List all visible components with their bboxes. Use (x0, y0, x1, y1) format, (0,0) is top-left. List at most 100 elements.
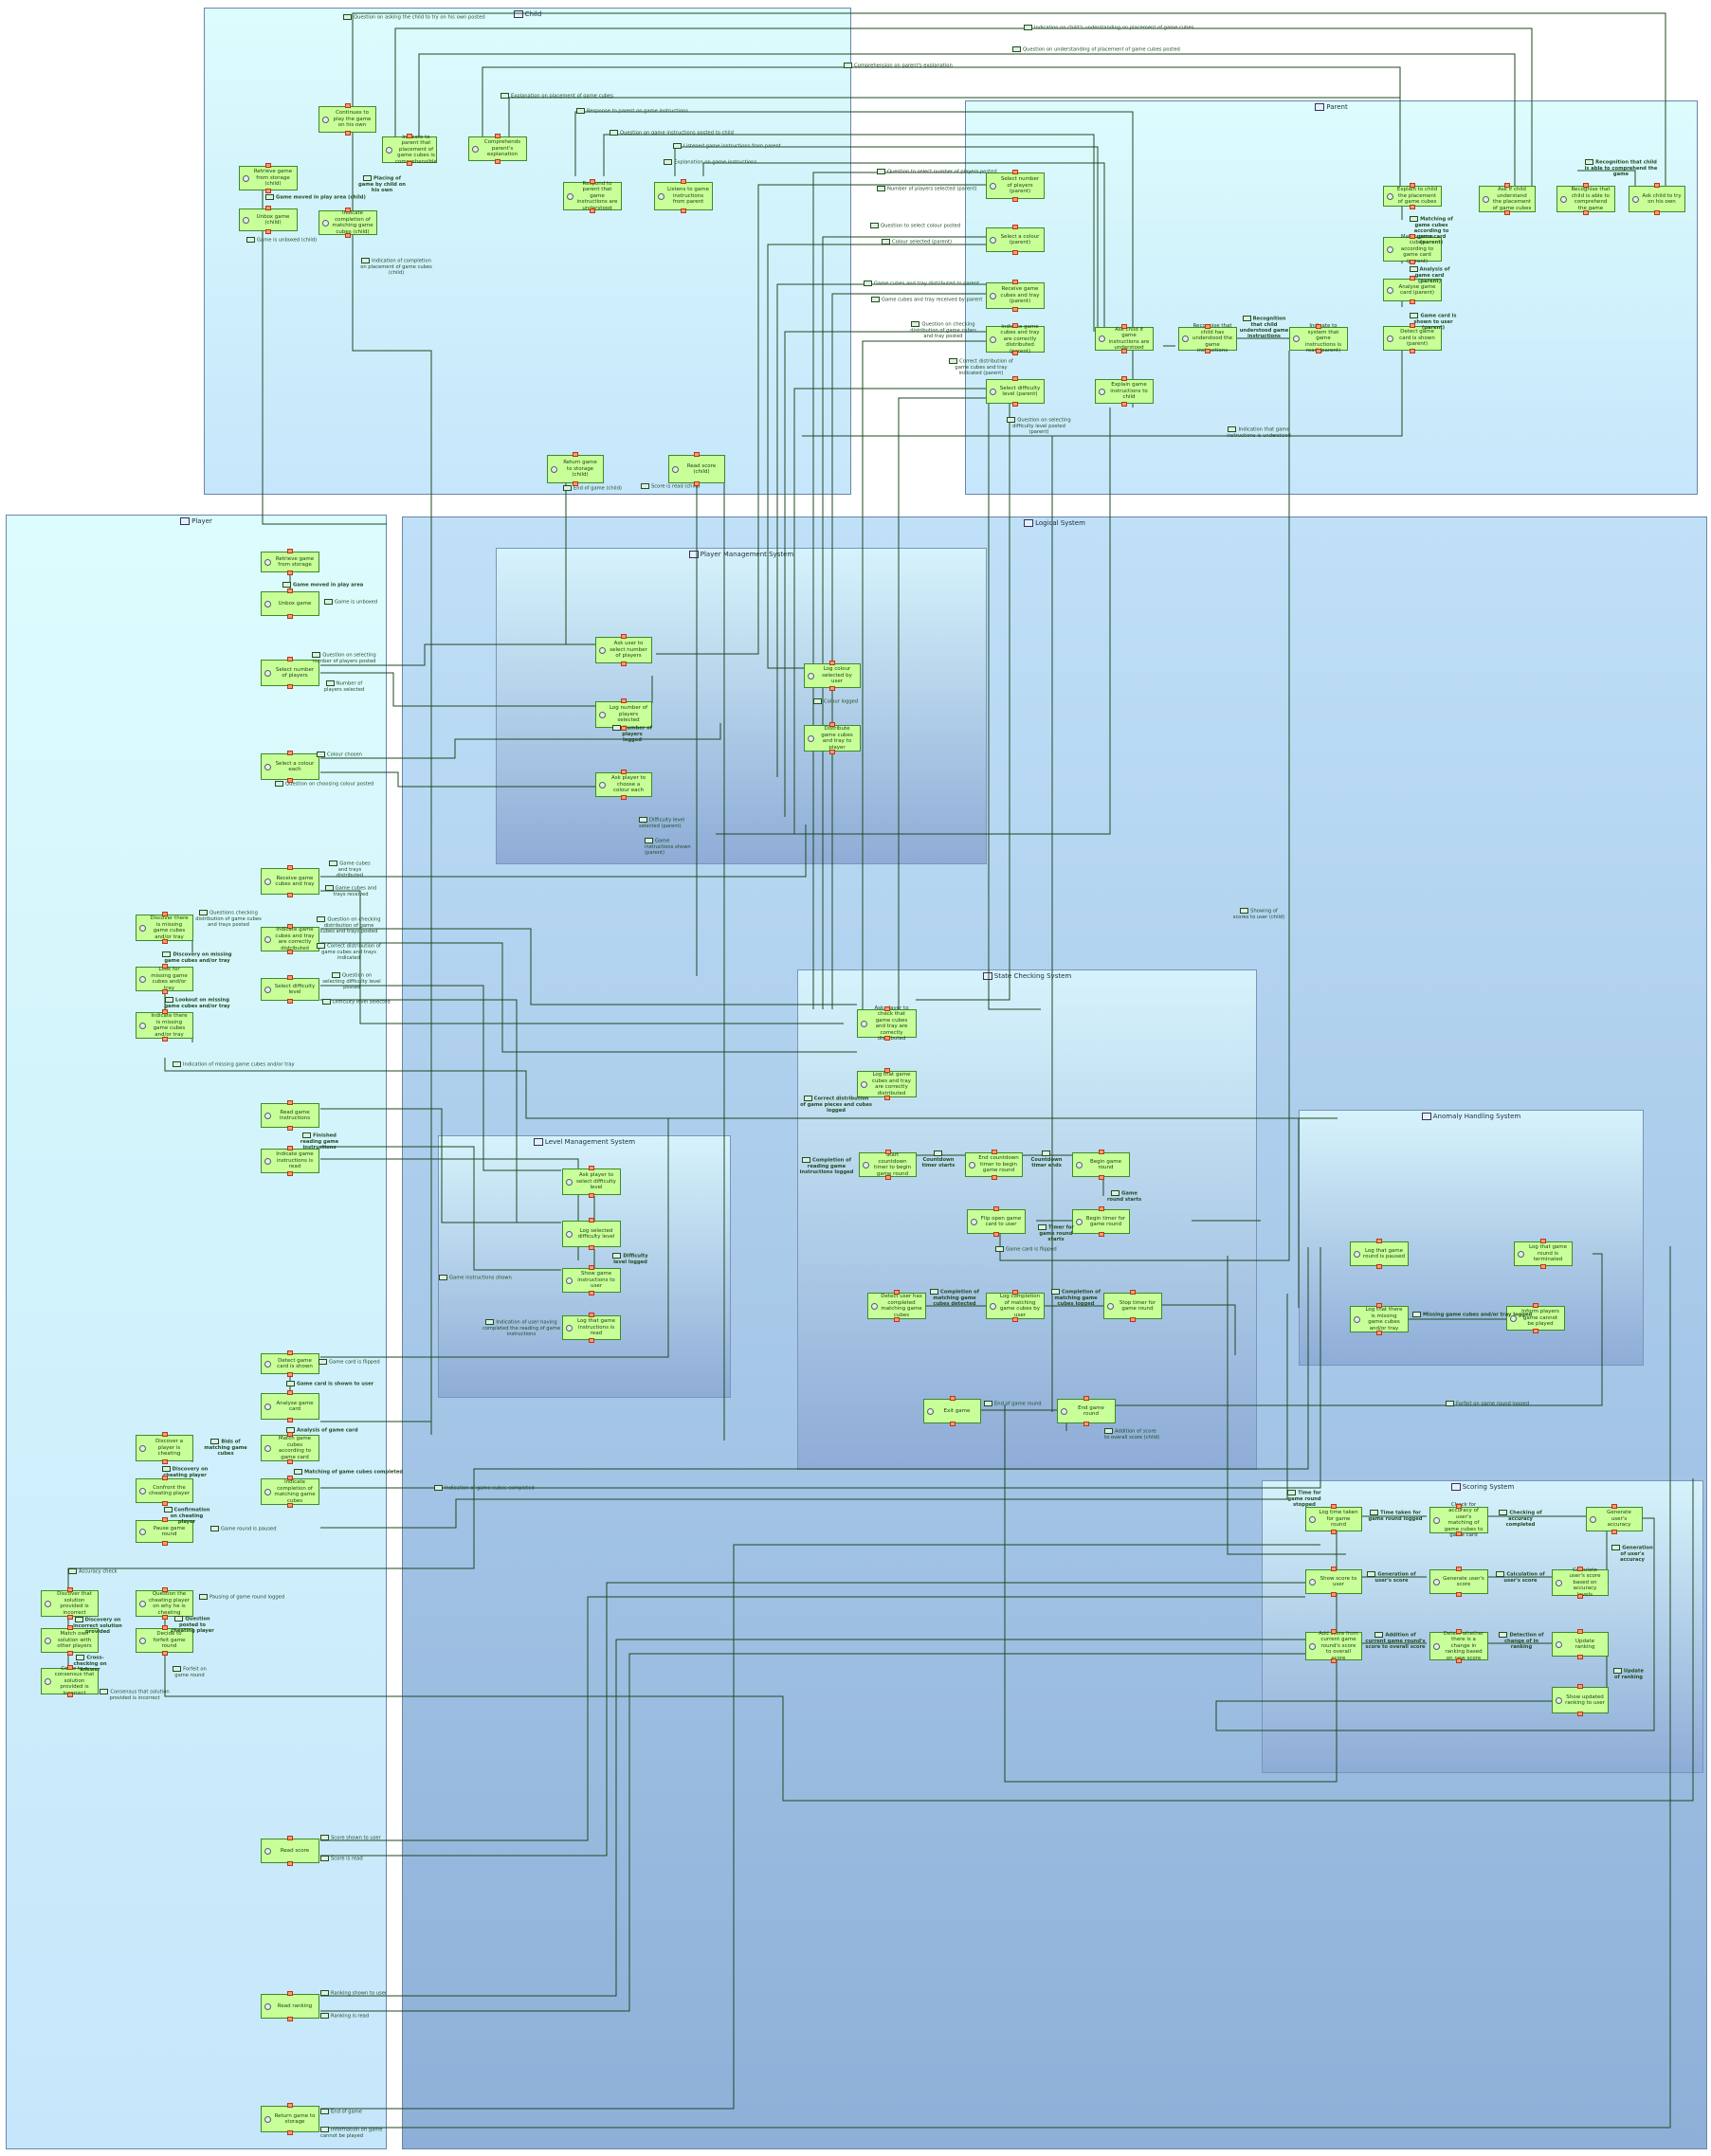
function-calculate-score[interactable]: Calculate user's score based on accuracy… (1552, 1567, 1609, 1598)
function-respond-parent[interactable]: Respond to parent that game instructions… (563, 181, 622, 211)
function-pause-round[interactable]: Pause game round (136, 1520, 193, 1543)
function-ask-try[interactable]: Ask child to try on his own (1629, 186, 1685, 212)
function-flip-card[interactable]: Flip open game card to user (967, 1209, 1026, 1234)
function-look-missing[interactable]: Look for missing game cubes and/or tray (136, 967, 193, 991)
function-retrieve-child[interactable]: Retrieve game from storage (child) (239, 166, 298, 190)
function-exit-game[interactable]: Exit game (923, 1399, 981, 1423)
flow-icon (1446, 1401, 1454, 1406)
function-read-instructions[interactable]: Read game instructions (261, 1103, 319, 1128)
function-unbox-child[interactable]: Unbox game (child) (239, 208, 298, 231)
function-generate-accuracy[interactable]: Generate user's accuracy (1586, 1507, 1643, 1531)
input-port (1410, 276, 1415, 281)
function-indicate-missing[interactable]: Indicate there is missing game cubes and… (136, 1012, 193, 1039)
input-port (1316, 324, 1321, 329)
function-end-countdown[interactable]: End countdown timer to begin game round (965, 1152, 1023, 1177)
function-ask-child-understood[interactable]: Ask child if game instructions are under… (1095, 327, 1154, 351)
function-log-number-players[interactable]: Log number of players selected (595, 701, 652, 728)
function-receive[interactable]: Receive game cubes and tray (261, 868, 319, 895)
function-analyse-parent[interactable]: Analyse game card (parent) (1383, 279, 1442, 301)
function-check-accuracy[interactable]: Check for accuracy of user's matching of… (1429, 1502, 1488, 1538)
function-confront[interactable]: Confront the cheating player (136, 1478, 193, 1503)
input-port (621, 698, 627, 703)
function-recognise-child-understood[interactable]: Recognise that child has understood the … (1178, 323, 1237, 353)
function-select-difficulty[interactable]: Select difficulty level (261, 978, 319, 1001)
function-inform-cannot-play[interactable]: Inform players game cannot be played (1506, 1306, 1565, 1331)
function-continue-play[interactable]: Continues to play the game on his own (319, 106, 376, 133)
function-indicate-understanding[interactable]: Indicate to parent that placement of gam… (382, 135, 437, 165)
flow-icon (1499, 1510, 1508, 1515)
function-begin-round[interactable]: Begin game round (1072, 1152, 1130, 1177)
function-show-instructions[interactable]: Show game instructions to user (562, 1268, 621, 1293)
function-stop-timer[interactable]: Stop timer for game round (1103, 1293, 1162, 1319)
function-gear-icon (808, 672, 814, 679)
function-distribute-cubes[interactable]: Distribute game cubes and tray to player (804, 725, 861, 752)
flow-label: End of game round (984, 1401, 1042, 1407)
flow-icon (74, 1617, 83, 1622)
function-indicate-completion[interactable]: Indicate completion of matching game cub… (261, 1478, 319, 1505)
function-comprehends[interactable]: Comprehends parent's explanation (468, 136, 527, 161)
flow-icon (161, 1466, 171, 1472)
function-begin-timer[interactable]: Begin timer for game round (1072, 1209, 1130, 1234)
function-question-cheating[interactable]: Question the cheating player on why he i… (136, 1590, 193, 1617)
function-discover-cheating[interactable]: Discover a player is cheating (136, 1435, 193, 1461)
function-ask-select-players[interactable]: Ask user to select number of players (595, 637, 652, 663)
function-log-instructions-read[interactable]: Log that game instructions is read (562, 1315, 621, 1340)
function-select-difficulty-parent[interactable]: Select difficulty level (parent) (986, 379, 1045, 404)
function-recognise-able[interactable]: Recognise that child is able to comprehe… (1556, 186, 1615, 212)
function-return-game[interactable]: Return game to storage (261, 2106, 319, 2132)
function-update-ranking[interactable]: Update ranking (1552, 1632, 1609, 1657)
function-log-colour[interactable]: Log colour selected by user (804, 663, 861, 688)
function-select-colour-parent[interactable]: Select a colour (parent) (986, 227, 1045, 252)
function-read-score[interactable]: Read score (261, 1839, 319, 1863)
function-ask-choose-colour[interactable]: Ask player to choose a colour each (595, 772, 652, 797)
function-indicate-instructions[interactable]: Indicate game instructions is read (261, 1149, 319, 1173)
function-analyse-card[interactable]: Analyse game card (261, 1393, 319, 1420)
function-explain-instructions[interactable]: Explain game instructions to child (1095, 379, 1154, 404)
function-read-score-child[interactable]: Read score (child) (668, 455, 725, 483)
function-read-ranking[interactable]: Read ranking (261, 1994, 319, 2019)
function-indicate-correct[interactable]: Indicate game cubes and tray are correct… (261, 927, 319, 951)
function-detect-parent[interactable]: Detect game card is shown (parent) (1383, 326, 1442, 351)
function-receive-parent[interactable]: Receive game cubes and tray (parent) (986, 282, 1045, 309)
function-select-colour[interactable]: Select a colour each (261, 753, 319, 780)
function-show-ranking[interactable]: Show updated ranking to user (1552, 1687, 1609, 1713)
function-log-completion[interactable]: Log completion of matching game cubes by… (986, 1293, 1045, 1319)
function-return-child[interactable]: Return game to storage (child) (547, 455, 604, 483)
function-match-cubes[interactable]: Match game cubes according to game card (261, 1435, 319, 1461)
function-indicate-system-read[interactable]: Indicate to system that game instruction… (1289, 323, 1348, 353)
function-ask-understand-placement[interactable]: Ask if child understand the placement of… (1479, 186, 1536, 212)
function-explain-placement[interactable]: Explain to child the placement of game c… (1383, 186, 1442, 207)
function-generate-score[interactable]: Generate user's score (1429, 1569, 1488, 1594)
function-log-time[interactable]: Log time taken for game round (1305, 1507, 1362, 1531)
function-indicate-completion-child[interactable]: Indicate completion of matching game cub… (319, 210, 377, 235)
function-discover-incorrect[interactable]: Discover that solution provided is incor… (41, 1590, 99, 1617)
function-gear-icon (1099, 335, 1105, 342)
function-icon (1024, 519, 1034, 527)
function-detect-card[interactable]: Detect game card is shown (261, 1353, 319, 1374)
function-log-terminated[interactable]: Log that game round is terminated (1514, 1241, 1573, 1266)
flow-icon (949, 358, 958, 364)
function-log-missing[interactable]: Log that there is missing game cubes and… (1350, 1306, 1409, 1332)
function-log-paused[interactable]: Log that game round is paused (1350, 1241, 1409, 1266)
function-indicate-cubes-parent[interactable]: Indicate game cubes and tray are correct… (986, 324, 1045, 354)
function-match-parent[interactable]: Match game cubes according to game card … (1383, 234, 1442, 264)
function-log-cubes-distributed[interactable]: Log that game cubes and tray are correct… (857, 1071, 917, 1097)
input-port (287, 1476, 293, 1480)
function-select-players-parent[interactable]: Select number of players (parent) (986, 172, 1045, 199)
function-discover-missing[interactable]: Discover there is missing game cubes and… (136, 915, 193, 941)
flow-icon (210, 1439, 220, 1444)
function-unbox[interactable]: Unbox game (261, 591, 319, 616)
function-log-difficulty[interactable]: Log selected difficulty level (562, 1221, 621, 1247)
function-detect-user-completed[interactable]: Detect user has completed matching game … (867, 1293, 926, 1319)
function-ask-difficulty[interactable]: Ask player to select difficulty level (562, 1169, 621, 1195)
flow-label: Question on checking distribution of gam… (910, 321, 976, 339)
function-listens[interactable]: Listens to game instructions from parent (654, 182, 713, 210)
function-start-countdown[interactable]: Start countdown timer to begin game roun… (859, 1152, 917, 1177)
function-add-score[interactable]: Add score from current game round's scor… (1305, 1631, 1362, 1661)
function-ask-check-distribution[interactable]: Ask player to check that game cubes and … (857, 1006, 917, 1042)
function-show-score[interactable]: Show score to user (1305, 1569, 1362, 1594)
function-end-round[interactable]: End game round (1057, 1399, 1116, 1423)
function-retrieve[interactable]: Retrieve game from storage (261, 552, 319, 572)
function-gear-icon (551, 465, 557, 473)
function-detect-ranking-change[interactable]: Detect whether there is a change in rank… (1429, 1631, 1488, 1661)
